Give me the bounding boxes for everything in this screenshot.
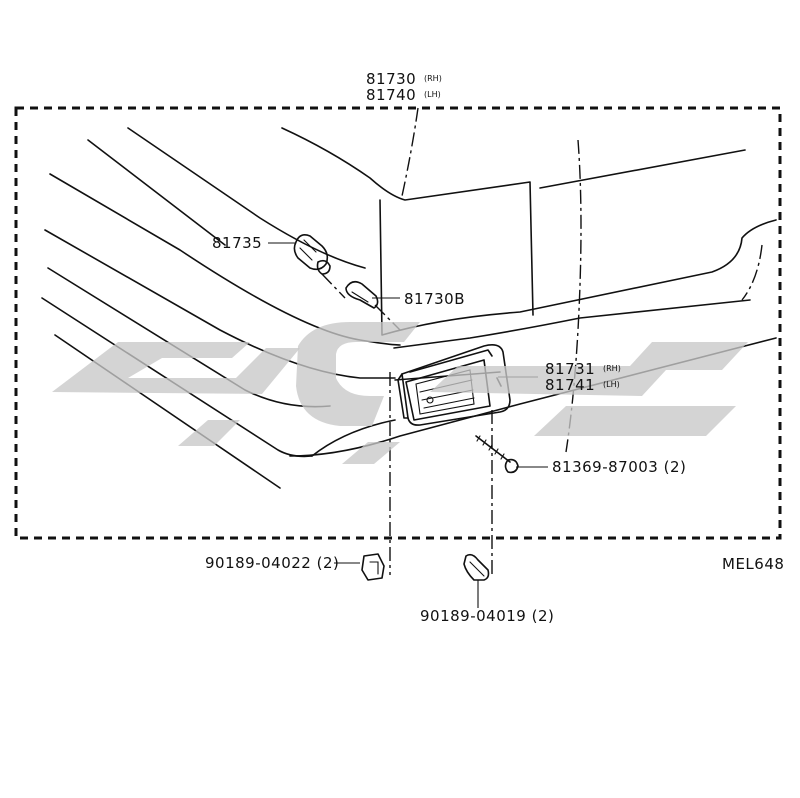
label-81740-suffix: (LH) [424, 90, 441, 99]
label-81730: 81730 [366, 70, 416, 88]
label-81369-87003: 81369-87003 (2) [552, 458, 686, 476]
assembly-guide-lines [321, 273, 493, 575]
label-81731-suffix: (RH) [603, 364, 621, 373]
screw-icon [475, 435, 519, 474]
label-81741-suffix: (LH) [603, 380, 620, 389]
part-labels: 81730 (RH) 81740 (LH) 81735 81730B 81731… [205, 70, 784, 625]
label-81731: 81731 [545, 360, 595, 378]
label-81740: 81740 [366, 86, 416, 104]
clip-nut-right-icon [463, 553, 490, 581]
label-81730-suffix: (RH) [424, 74, 442, 83]
bulb-icon [345, 280, 379, 309]
label-81741: 81741 [545, 376, 595, 394]
label-90189-04022: 90189-04022 (2) [205, 554, 339, 572]
bulb-socket-icon [293, 234, 331, 275]
watermark-logo [52, 322, 748, 464]
figure-code: MEL648 [722, 555, 784, 573]
label-90189-04019: 90189-04019 (2) [420, 607, 554, 625]
label-81730b: 81730B [404, 290, 465, 308]
label-81735: 81735 [212, 234, 262, 252]
diagram-frame [14, 106, 782, 540]
clip-nut-left-icon [361, 553, 385, 581]
